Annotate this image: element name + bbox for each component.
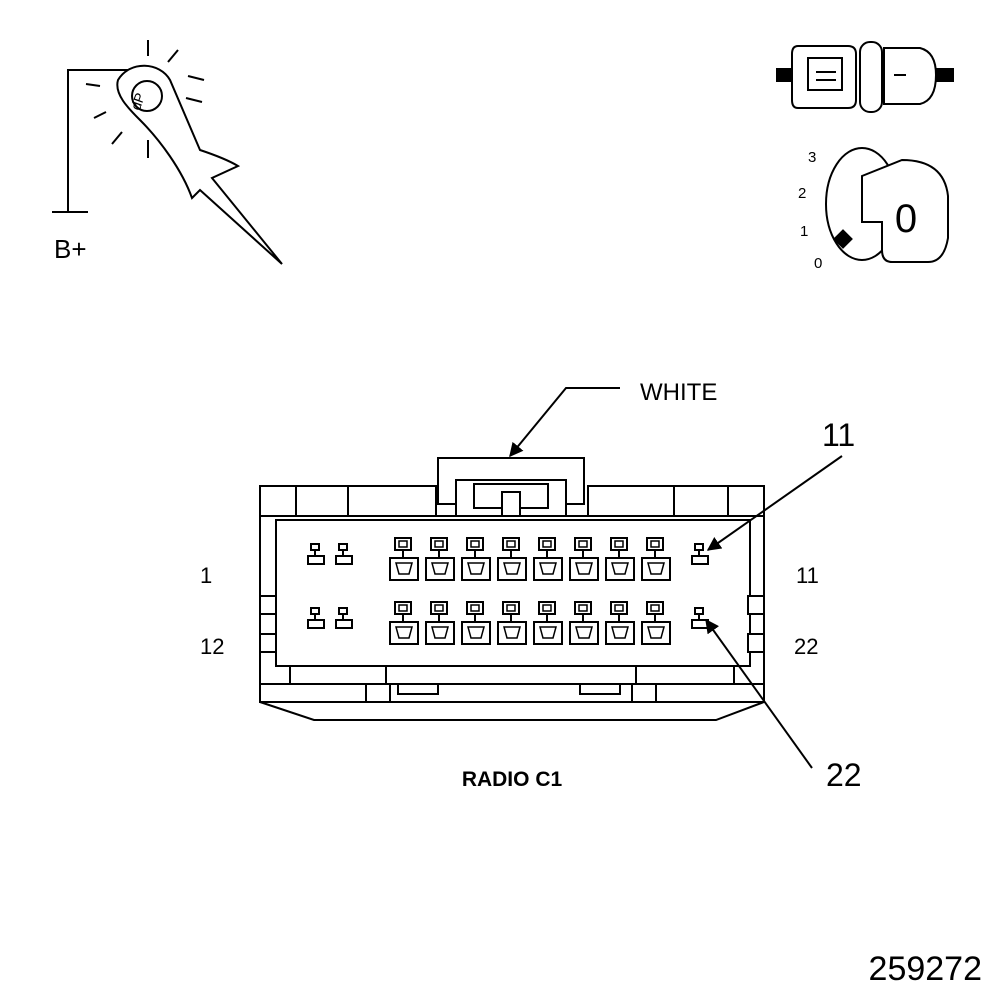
ignition-position-1: 1 xyxy=(800,223,808,240)
large-terminal xyxy=(605,537,635,581)
large-terminal xyxy=(461,537,491,581)
ignition-position-2: 2 xyxy=(798,185,806,202)
ignition-key-text: 0 xyxy=(895,197,917,241)
pin-label-12: 12 xyxy=(200,634,224,659)
callout-22-arrow xyxy=(705,618,813,769)
small-terminal xyxy=(307,607,325,629)
connector-name: RADIO C1 xyxy=(462,768,563,791)
end-terminal xyxy=(691,607,709,629)
terminal-cavities xyxy=(307,537,709,645)
callout-22: 22 xyxy=(826,757,862,793)
end-terminal xyxy=(691,543,709,565)
large-terminal xyxy=(641,537,671,581)
white-leader-arrow xyxy=(509,387,620,458)
large-terminal xyxy=(389,537,419,581)
large-terminal xyxy=(497,537,527,581)
large-terminal xyxy=(569,537,599,581)
large-terminal xyxy=(569,601,599,645)
callout-11: 11 xyxy=(822,417,855,453)
figure-number: 259272 xyxy=(869,950,982,988)
pin-label-22: 22 xyxy=(794,634,818,659)
large-terminal xyxy=(533,537,563,581)
b-plus-label: B+ xyxy=(54,234,87,264)
test-light-icon xyxy=(52,40,283,265)
small-terminal xyxy=(335,543,353,565)
ignition-switch-icon xyxy=(825,147,949,263)
housing-color-label: WHITE xyxy=(640,379,717,406)
connector-housing xyxy=(259,457,765,721)
ignition-position-3: 3 xyxy=(808,149,816,166)
large-terminal xyxy=(389,601,419,645)
large-terminal xyxy=(605,601,635,645)
large-terminal xyxy=(461,601,491,645)
small-terminal xyxy=(335,607,353,629)
small-terminal xyxy=(307,543,325,565)
large-terminal xyxy=(425,601,455,645)
large-terminal xyxy=(497,601,527,645)
disconnect-connector-icon xyxy=(776,41,954,113)
large-terminal xyxy=(425,537,455,581)
large-terminal xyxy=(641,601,671,645)
probe-text: dP xyxy=(127,91,148,113)
pin-label-11: 11 xyxy=(796,563,819,588)
callout-11-arrow xyxy=(706,455,843,551)
ignition-position-0: 0 xyxy=(814,255,822,272)
pin-label-1: 1 xyxy=(200,563,212,588)
large-terminal xyxy=(533,601,563,645)
